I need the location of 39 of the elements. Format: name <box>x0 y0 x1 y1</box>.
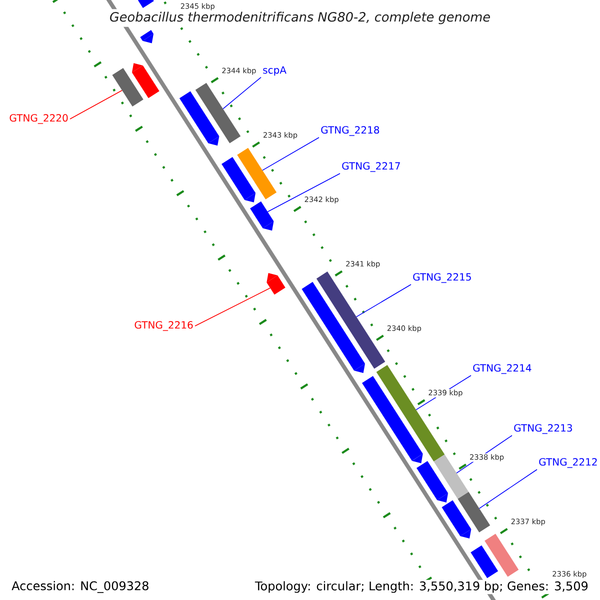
gene-block <box>179 91 220 146</box>
gene-block <box>140 30 154 44</box>
gene-label: GTNG_2220 <box>10 114 68 124</box>
gene-block <box>112 68 144 107</box>
gene-block <box>195 82 241 144</box>
gene-label: GTNG_2216 <box>134 321 193 331</box>
gene-label: GTNG_2218 <box>321 126 380 136</box>
gene-block <box>484 534 519 577</box>
gene-block <box>138 0 154 8</box>
gene-block <box>237 148 277 200</box>
gene-block <box>316 272 386 369</box>
gene-block <box>222 156 256 202</box>
gene-block <box>132 63 160 98</box>
gene-label: GTNG_2217 <box>342 162 400 172</box>
leader-line <box>70 90 122 120</box>
leader-line <box>222 76 262 110</box>
footer-text: Accession: NC_009328 <box>10 580 151 594</box>
leader-line <box>194 288 271 326</box>
leader-line <box>267 173 340 212</box>
gene-block <box>434 454 469 499</box>
gene-label: GTNG_2213 <box>514 424 572 434</box>
gene-block <box>416 460 448 502</box>
gene-block <box>362 376 423 464</box>
gene-block <box>458 492 490 532</box>
leader-line <box>478 469 538 509</box>
gene-block <box>266 273 286 295</box>
leader-line <box>262 137 320 171</box>
title: Geobacillus thermodenitrificans NG80-2, complete genome <box>106 9 494 27</box>
gene-block <box>442 500 472 539</box>
footer-text: Topology: circular; Length: 3,550,319 bp; Genes: 3,509 <box>254 580 590 594</box>
leader-line <box>356 284 412 318</box>
gene-block <box>376 364 445 462</box>
gene-block <box>250 201 274 231</box>
gene-label: GTNG_2212 <box>539 458 597 468</box>
gene-block <box>302 282 366 374</box>
gene-label: scpA <box>263 66 286 76</box>
gene-block <box>470 545 498 578</box>
gene-label: GTNG_2215 <box>413 273 471 283</box>
gene-label: GTNG_2214 <box>473 364 532 374</box>
